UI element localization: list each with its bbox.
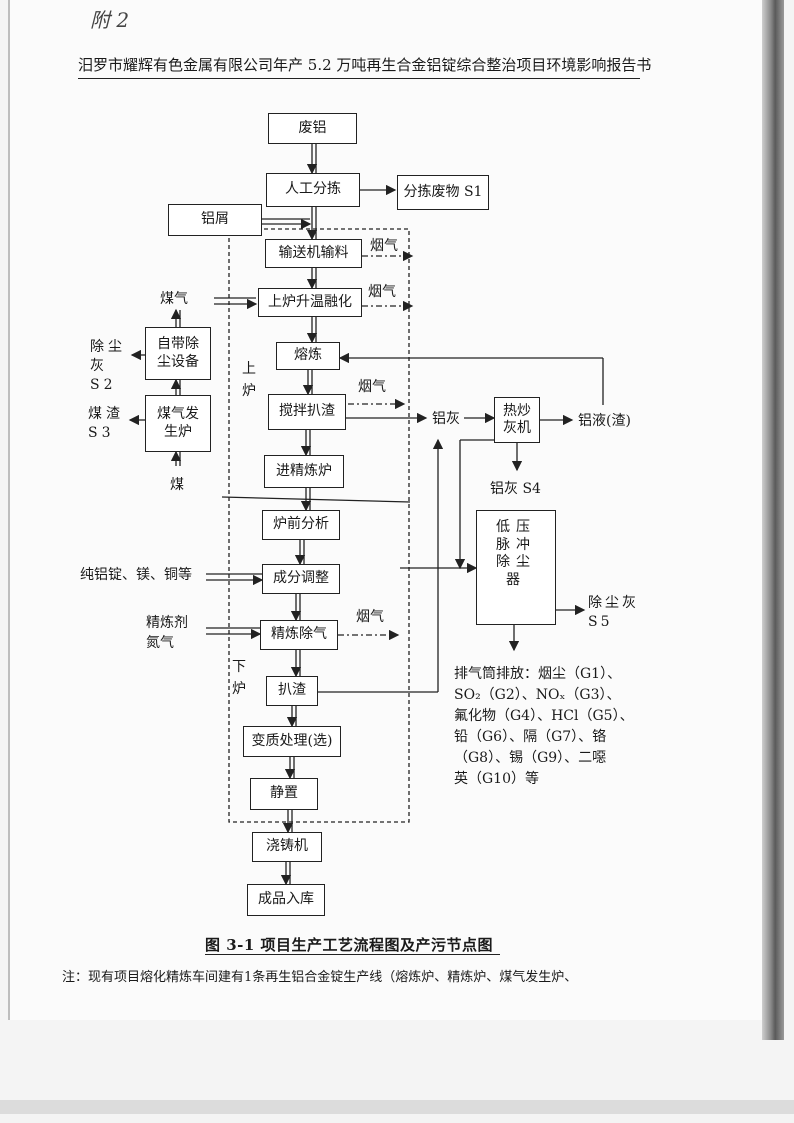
box-heat-melt: 上炉升温融化 [258,288,362,317]
upper-lower-divider [221,496,411,503]
label-dust-ash-s2: 除尘灰 S2 [90,339,126,393]
emission-line: 英（G10）等 [454,771,539,787]
box-manual-sorting: 人工分拣 [266,173,360,207]
box-conveyor: 输送机输料 [265,239,362,268]
box-smelting: 熔炼 [276,342,340,370]
scan-edge [762,0,784,1040]
emission-line: 氟化物（G4）、HCl（G5）、 [454,708,634,724]
label-coal: 煤 [170,477,184,493]
emission-line: 排气筒排放：烟尘（G1）、 [454,666,622,682]
caption-underline [205,954,500,955]
label-aluminum-ash-s4: 铝灰 S4 [490,481,541,497]
document-page [8,0,764,1020]
figure-caption: 图 3-1 项目生产工艺流程图及产污节点图 [205,936,494,954]
label-pure-ingot: 纯铝锭、镁、铜等 [80,567,192,583]
handwritten-mark: 附 2 [90,8,130,32]
box-dross-removal: 扒渣 [266,676,318,706]
box-aluminum-scrap: 铝屑 [168,204,262,236]
label-nitrogen: 氮气 [146,635,174,651]
label-aluminum-liquid: 铝液(渣) [578,413,631,429]
label-fume-3: 烟气 [358,379,386,395]
box-pulse-dust-collector: 低压脉冲除尘器 [476,510,556,625]
scan-bottom-band [0,1100,794,1114]
box-dust-equipment: 自带除尘设备 [145,327,211,380]
emission-list: 排气筒排放：烟尘（G1）、 SO₂（G2）、NOₓ（G3）、 氟化物（G4）、H… [454,664,634,790]
box-refining-degas: 精炼除气 [260,620,338,650]
emission-line: SO₂（G2）、NOₓ（G3）、 [454,687,621,703]
label-lower-furnace: 下炉 [232,659,246,698]
label-fume-4: 烟气 [356,609,384,625]
label-dust-ash-s5: 除尘灰 S5 [588,595,639,630]
box-casting-machine: 浇铸机 [252,832,322,862]
furnace-boundary [228,228,410,823]
box-gas-generator: 煤气发生炉 [145,395,211,452]
label-aluminum-ash: 铝灰 [432,411,460,427]
emission-line: （G8）、锡（G9）、二噁 [454,750,607,766]
emission-line: 铅（G6）、隔（G7）、铬 [454,729,607,745]
box-modification: 变质处理(选) [243,726,341,757]
box-settling: 静置 [250,778,318,810]
box-waste-aluminum: 废铝 [268,113,357,144]
label-upper-furnace: 上炉 [242,361,256,400]
box-stir-dross: 搅拌扒渣 [268,394,346,430]
box-hot-fry-ash-machine: 热炒灰机 [494,397,540,443]
box-to-refining-furnace: 进精炼炉 [264,455,344,488]
label-coal-slag-s3: 煤渣 S3 [88,406,124,441]
label-refining-agent: 精炼剂 [146,615,188,631]
label-fume-2: 烟气 [368,284,396,300]
label-fume-1: 烟气 [370,238,398,254]
box-finished-storage: 成品入库 [247,884,325,916]
footnote: 注：现有项目熔化精炼车间建有1条再生铝合金锭生产线（熔炼炉、精炼炉、煤气发生炉、 [62,970,578,985]
box-furnace-analysis: 炉前分析 [262,510,340,540]
box-sorting-waste-s1: 分拣废物 S1 [397,175,489,210]
header-title: 汨罗市耀辉有色金属有限公司年产 5.2 万吨再生合金铝锭综合整治项目环境影响报告… [78,56,652,74]
label-coal-gas: 煤气 [160,291,188,307]
header-rule [78,78,640,79]
box-composition-adjust: 成分调整 [262,564,340,594]
